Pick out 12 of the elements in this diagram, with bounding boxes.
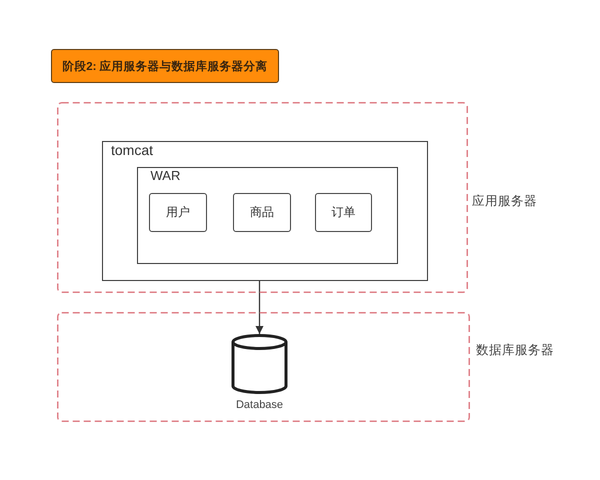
container-label: WAR [150,168,180,184]
container-frame [102,141,428,281]
module-box: 商品 [233,193,291,232]
heading-banner: 阶段2: 应用服务器与数据库服务器分离 [51,49,279,83]
arrow [256,281,264,334]
container-label: tomcat [111,142,154,158]
module-box: 用户 [149,193,207,232]
node-label: Database [236,398,284,412]
container-frame [136,166,398,264]
region-label: 应用服务器 [472,193,537,209]
region-label: 数据库服务器 [476,342,554,358]
module-box: 订单 [315,193,372,232]
